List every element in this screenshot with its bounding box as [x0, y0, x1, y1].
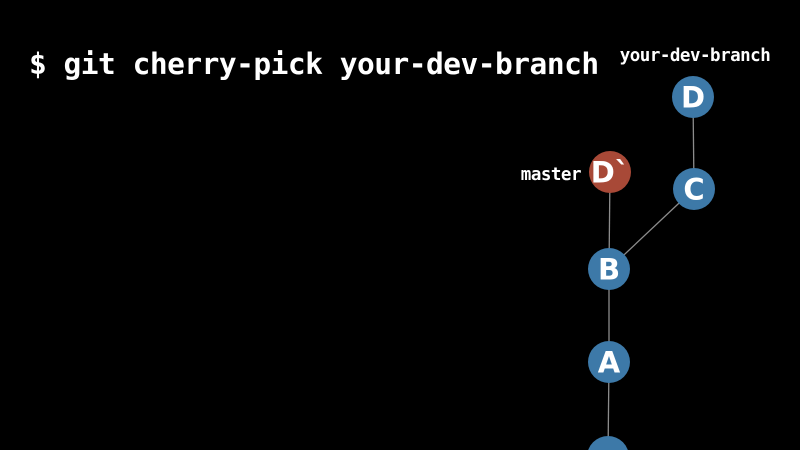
commit-node-D-prime [589, 151, 631, 193]
commit-node-A [588, 341, 630, 383]
commit-node-B [588, 248, 630, 290]
commit-node-D [672, 76, 714, 118]
branch-ref-label: your-dev-branch [619, 46, 771, 66]
terminal-command-text: $ git cherry-pick your-dev-branch [29, 47, 599, 81]
commit-node-C [673, 168, 715, 210]
commit-node-label-D: D [681, 80, 705, 114]
commit-node-label-D-prime: D` [591, 155, 630, 189]
commit-node-label-A: A [598, 345, 621, 379]
commit-node-root [588, 436, 628, 450]
commit-node-label-B: B [598, 252, 620, 286]
master-ref-label: master [520, 165, 582, 185]
commit-node-label-C: C [683, 172, 704, 206]
